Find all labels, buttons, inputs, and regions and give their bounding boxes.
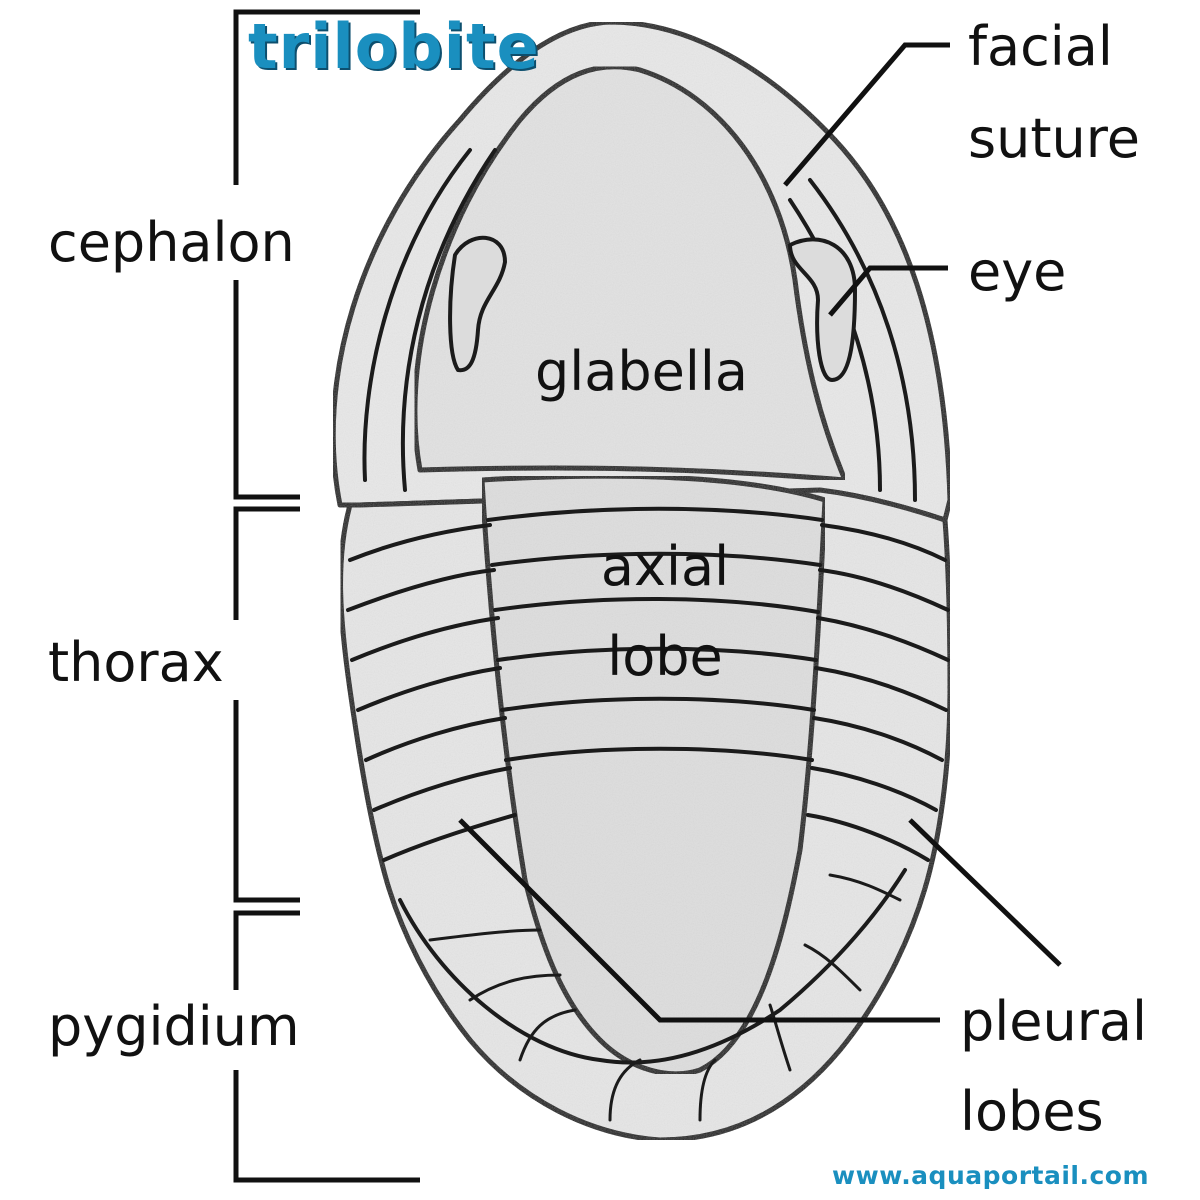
cephalon-border-left-2 [400, 148, 497, 492]
label-pleural-lobes-line2: lobes [960, 1080, 1104, 1143]
label-cephalon: cephalon [48, 211, 295, 274]
label-glabella: glabella [535, 340, 748, 403]
body-outline [330, 19, 953, 1143]
label-axial-lobe-line2: lobe [607, 625, 723, 688]
leader-lines [458, 42, 1062, 1023]
label-facial-suture-line2: suture [968, 107, 1140, 170]
cephalon-border-right-2 [788, 198, 882, 492]
section-brackets [233, 9, 420, 1183]
right-eye-shape [788, 237, 857, 382]
pygidium-bracket [233, 910, 420, 1183]
cephalon-border-right [808, 178, 917, 502]
label-thorax: thorax [48, 631, 224, 694]
diagram-title: trilobite [248, 10, 540, 83]
watermark: www.aquaportail.com [832, 1161, 1150, 1190]
label-axial-lobe-line1: axial [600, 535, 730, 598]
label-pleural-lobes-line1: pleural [960, 990, 1148, 1053]
label-eye: eye [968, 240, 1067, 303]
left-pleural-segments [346, 523, 517, 862]
label-pygidium: pygidium [48, 995, 300, 1058]
pleural-leader-left [458, 818, 940, 1023]
eye-leader [828, 265, 948, 317]
axial-segments [486, 506, 824, 762]
cephalon-border-left [362, 148, 472, 482]
pleural-leader-right [908, 818, 1062, 967]
facial-suture-leader [783, 42, 950, 187]
cephalon-bracket [233, 9, 420, 500]
thorax-bracket [233, 506, 300, 903]
right-pleural-segments [806, 523, 950, 862]
left-eye-shape [448, 235, 507, 373]
pygidium-radial-lines [428, 873, 902, 1122]
glabella-shape [412, 64, 848, 483]
label-facial-suture-line1: facial [968, 15, 1113, 78]
